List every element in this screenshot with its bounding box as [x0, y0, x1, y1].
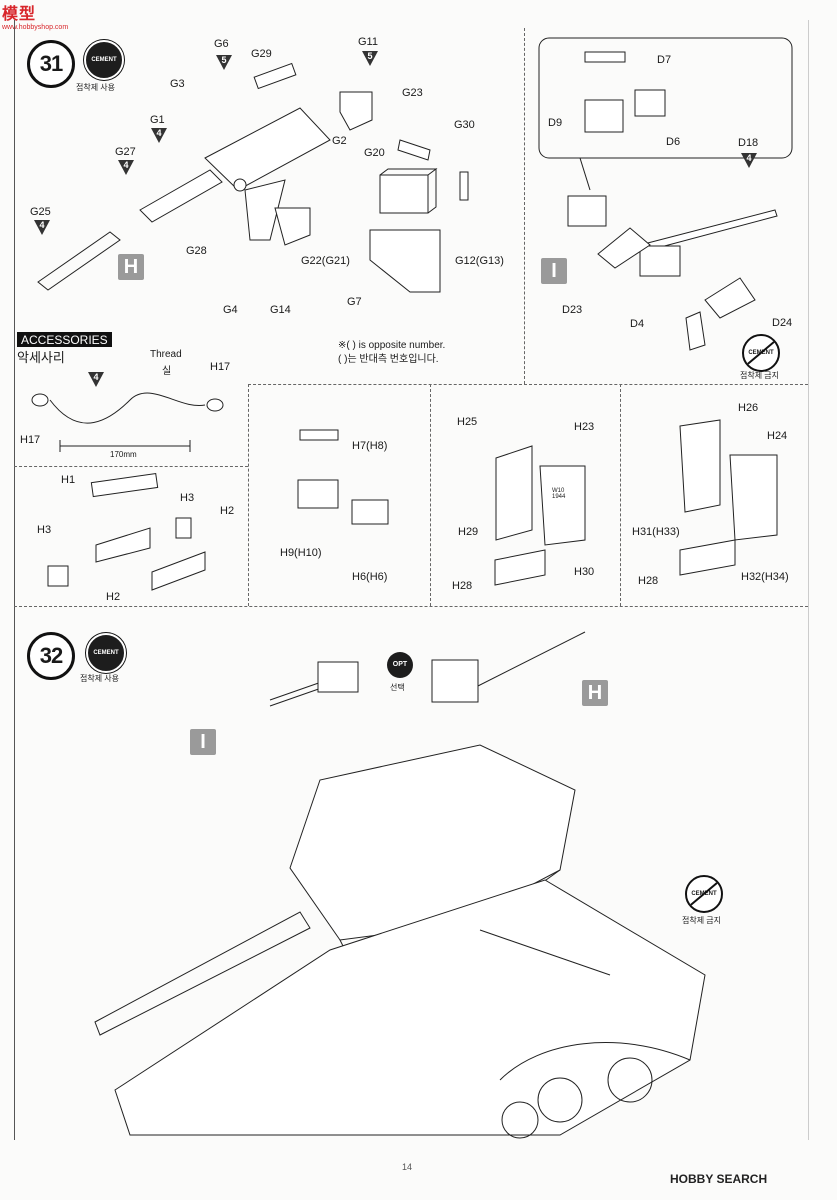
quantity-marker: 4 [741, 153, 757, 168]
no-cement-note: 접착제 금지 [740, 371, 780, 380]
part-label-g28: G28 [186, 245, 207, 257]
quantity-value: 4 [156, 128, 162, 138]
part-label-d4: D4 [630, 318, 645, 330]
part-label-d24: D24 [772, 317, 793, 329]
cement-note: 접착제 사용 [76, 83, 116, 92]
part-label-g14: G14 [270, 304, 291, 316]
part-label-d9: D9 [548, 117, 563, 129]
no-cement-icon: CEMENT [685, 875, 723, 913]
quantity-value: 5 [221, 55, 227, 65]
watermark-url: www.hobbyshop.com [2, 24, 69, 31]
part-label-d18: D18 [738, 137, 759, 149]
divider [14, 606, 808, 607]
quantity-value: 4 [746, 153, 752, 163]
divider [248, 384, 249, 606]
no-cement-note: 접착제 금지 [682, 916, 722, 925]
part-label-d7: D7 [657, 54, 672, 66]
part-label-g3: G3 [170, 78, 185, 90]
quantity-marker: 5 [216, 55, 232, 70]
part-label-h9: H9(H10) [280, 547, 322, 559]
part-label-h17-right: H17 [210, 361, 231, 373]
opposite-note-en: ※( ) is opposite number. [338, 340, 446, 351]
part-label-h28-b: H28 [638, 575, 659, 587]
cement-note: 접착제 사용 [80, 674, 120, 683]
part-label-g23: G23 [402, 87, 423, 99]
no-cement-icon: CEMENT [742, 334, 780, 372]
part-label-h31: H31(H33) [632, 526, 680, 538]
hobby-search-brand: HOBBY SEARCH [670, 1172, 768, 1186]
part-label-g1: G1 [150, 114, 165, 126]
step-number-31: 31 [27, 40, 75, 88]
jerrycan-marking: W10 1944 [552, 488, 566, 500]
quantity-value: 5 [367, 51, 373, 61]
subassembly-tag-h: H [118, 254, 144, 280]
divider [14, 466, 248, 467]
thread-label-kr: 실 [162, 366, 172, 377]
part-label-h3-left: H3 [37, 524, 52, 536]
part-label-h30: H30 [574, 566, 595, 578]
quantity-marker: 4 [118, 160, 134, 175]
quantity-value: 4 [123, 160, 129, 170]
divider [248, 384, 808, 385]
quantity-marker: 4 [34, 220, 50, 235]
divider [430, 384, 431, 606]
part-label-g12: G12(G13) [455, 255, 504, 267]
divider [524, 28, 525, 384]
part-label-d23: D23 [562, 304, 583, 316]
optional-icon: OPT [387, 652, 413, 678]
part-label-h3-right: H3 [180, 492, 195, 504]
cement-icon: CEMENT [84, 40, 124, 80]
subassembly-tag-i: I [541, 258, 567, 284]
watermark-logo: 模型 www.hobbyshop.com [2, 0, 84, 40]
subassembly-tag-h: H [582, 680, 608, 706]
part-label-g20: G20 [364, 147, 385, 159]
cement-icon: CEMENT [86, 633, 126, 673]
part-label-h2-bottom: H2 [106, 591, 121, 603]
accessories-title-en: ACCESSORIES [17, 332, 112, 347]
part-label-g2: G2 [332, 135, 347, 147]
accessories-title-kr: 악세사리 [17, 350, 65, 365]
part-label-h24: H24 [767, 430, 788, 442]
part-label-g7: G7 [347, 296, 362, 308]
part-label-d6: D6 [666, 136, 681, 148]
quantity-value: 4 [93, 372, 99, 382]
quantity-marker: 4 [151, 128, 167, 143]
part-label-g27: G27 [115, 146, 136, 158]
watermark-site: 模型 [2, 6, 37, 23]
subassembly-tag-i: I [190, 729, 216, 755]
thread-label-en: Thread [150, 349, 182, 360]
quantity-value: 4 [39, 220, 45, 230]
part-label-h7: H7(H8) [352, 440, 388, 452]
page-frame [14, 20, 809, 1140]
part-label-h32: H32(H34) [741, 571, 789, 583]
part-label-g11: G11 [358, 36, 378, 48]
part-label-h26: H26 [738, 402, 759, 414]
divider [620, 384, 621, 606]
part-label-h17-left: H17 [20, 434, 41, 446]
part-label-g4: G4 [223, 304, 238, 316]
part-label-h28: H28 [452, 580, 473, 592]
accessories-heading: ACCESSORIES 악세사리 [17, 332, 112, 366]
step-number-32: 32 [27, 632, 75, 680]
opposite-note: ※( ) is opposite number. ( )는 반대측 번호입니다. [338, 339, 445, 367]
optional-note: 선택 [390, 683, 405, 692]
page-number: 14 [402, 1162, 413, 1172]
part-label-h2-right: H2 [220, 505, 235, 517]
thread-length: 170mm [110, 450, 137, 459]
part-label-h23: H23 [574, 421, 595, 433]
quantity-marker: 5 [362, 51, 378, 66]
part-label-g25: G25 [30, 206, 51, 218]
part-label-g29: G29 [251, 48, 272, 60]
part-label-h6: H6(H6) [352, 571, 388, 583]
opposite-note-kr: ( )는 반대측 번호입니다. [338, 354, 439, 365]
part-label-h29: H29 [458, 526, 479, 538]
part-label-g30: G30 [454, 119, 475, 131]
part-label-g6: G6 [214, 38, 229, 50]
part-label-h25: H25 [457, 416, 478, 428]
part-label-g22: G22(G21) [301, 255, 350, 267]
quantity-marker: 4 [88, 372, 104, 387]
part-label-h1: H1 [61, 474, 76, 486]
